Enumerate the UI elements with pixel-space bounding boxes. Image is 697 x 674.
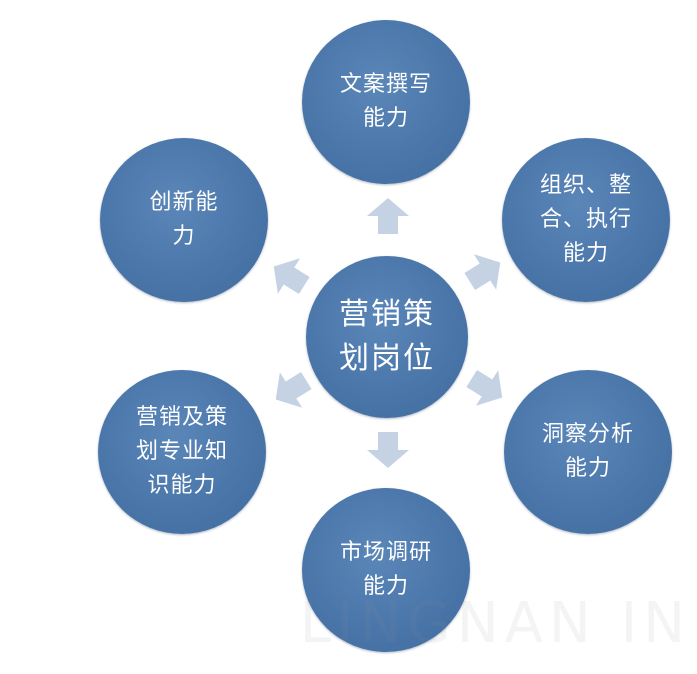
center-node-marketing-planning-position: 营销策 划岗位: [306, 256, 468, 418]
center-node-label: 营销策 划岗位: [339, 297, 435, 376]
node-innovation-ability: 创新能 力: [100, 138, 268, 302]
arrow-up-icon: [367, 198, 409, 234]
node-professional-knowledge-ability: 营销及策 划专业知 识能力: [98, 370, 266, 534]
node-label: 洞察分析 能力: [541, 422, 634, 481]
node-label: 创新能 力: [149, 190, 219, 249]
node-label: 组织、整 合、执行 能力: [539, 173, 632, 266]
arrow-downright-icon: [466, 369, 503, 406]
node-organize-integrate-execute-ability: 组织、整 合、执行 能力: [502, 138, 670, 302]
arrow-downleft-icon: [275, 371, 312, 408]
node-market-research-ability: 市场调研 能力: [302, 488, 470, 652]
node-label: 营销及策 划专业知 识能力: [135, 405, 228, 498]
node-insight-analysis-ability: 洞察分析 能力: [504, 370, 672, 534]
node-label: 文案撰写 能力: [339, 72, 432, 131]
node-label: 市场调研 能力: [339, 540, 432, 599]
arrow-upleft-icon: [273, 258, 310, 295]
arrow-down-icon: [367, 432, 409, 468]
node-copywriting-ability: 文案撰写 能力: [302, 20, 470, 184]
arrow-upright-icon: [464, 254, 501, 291]
